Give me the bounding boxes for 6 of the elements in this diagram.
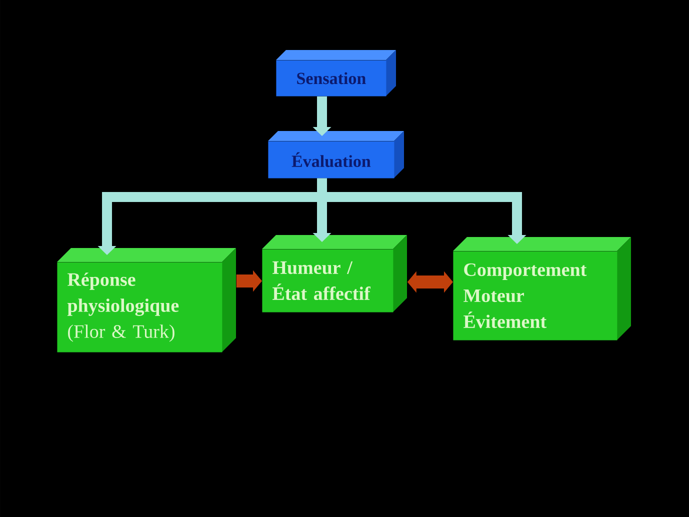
process-box: Sensation [276,50,396,96]
process-box: Humeur / État affectif [262,235,407,312]
process-box: Comportement Moteur Évitement [453,237,631,340]
arrow [317,178,526,244]
process-box: Réponse physiologique (Flor & Turk) [57,248,236,352]
process-box: Évaluation [268,131,404,178]
